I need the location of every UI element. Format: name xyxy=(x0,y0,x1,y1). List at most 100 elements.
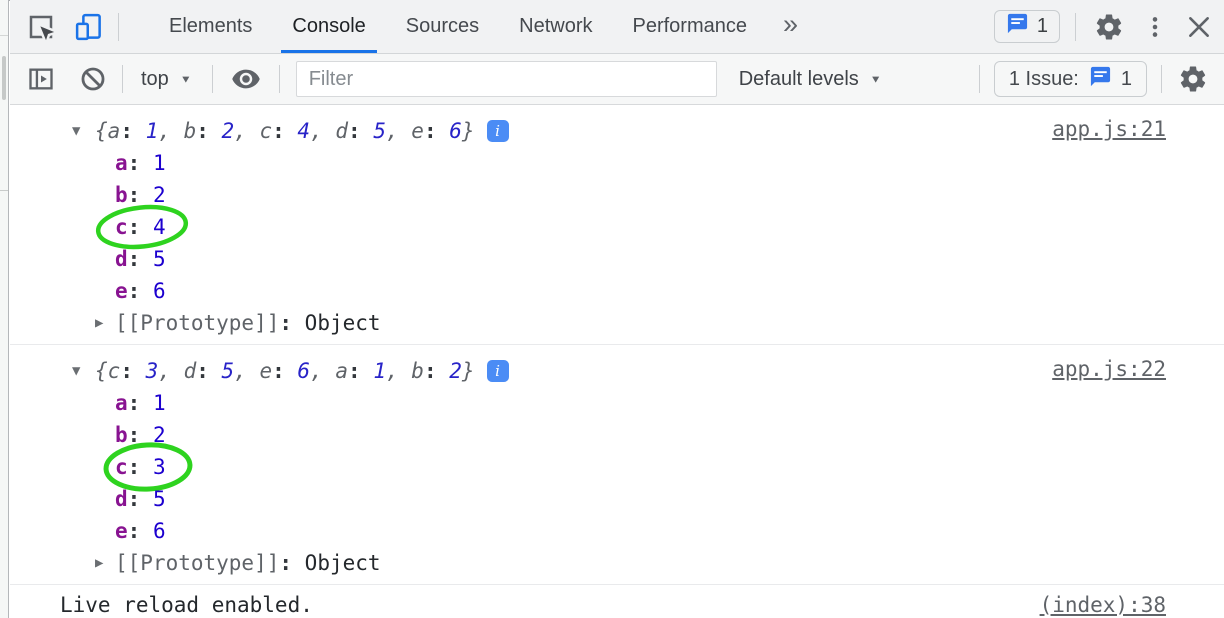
tab-performance[interactable]: Performance xyxy=(632,15,748,37)
property-key: a xyxy=(115,391,128,415)
log-text: Live reload enabled. xyxy=(60,593,313,617)
property-row: b: 2 xyxy=(60,179,1224,211)
settings-gear-icon[interactable] xyxy=(1092,10,1126,44)
preview-value: 3 xyxy=(145,359,159,383)
device-toolbar-icon[interactable] xyxy=(72,10,106,44)
preview-value: 2 xyxy=(221,119,235,143)
preview-value: 2 xyxy=(449,359,462,383)
property-row: e: 6 xyxy=(60,275,1224,307)
tab-sources[interactable]: Sources xyxy=(405,15,480,37)
chevron-down-icon: ▼ xyxy=(869,73,882,85)
property-value: 2 xyxy=(152,183,166,207)
inspect-icon[interactable] xyxy=(24,10,58,44)
property-key: b xyxy=(115,423,128,447)
prototype-row[interactable]: ▶ [[Prototype]]: Object xyxy=(60,547,1224,579)
preview-value: 1 xyxy=(145,119,159,143)
tab-network[interactable]: Network xyxy=(519,15,593,37)
filter-input[interactable] xyxy=(295,61,717,97)
tab-console[interactable]: Console xyxy=(272,0,385,53)
preview-key: b xyxy=(411,359,424,383)
property-value: 4 xyxy=(152,215,166,239)
preview-key: c xyxy=(259,119,273,143)
property-colon: : xyxy=(127,519,153,543)
collapse-triangle-icon[interactable]: ▼ xyxy=(72,123,81,139)
console-sidebar-icon[interactable] xyxy=(24,62,58,96)
close-icon[interactable] xyxy=(1182,10,1216,44)
page-edge-line xyxy=(0,35,8,36)
object-header[interactable]: ▼ {c: 3, d: 5, e: 6, a: 1, b: 2} i xyxy=(60,355,1224,387)
prototype-value: Object xyxy=(304,311,381,335)
property-value: 6 xyxy=(152,519,166,543)
object-preview: {a: 1, b: 2, c: 4, d: 5, e: 6} xyxy=(95,119,475,143)
more-tabs-icon[interactable]: » xyxy=(783,9,799,39)
preview-value: 1 xyxy=(373,359,386,383)
expand-triangle-icon[interactable]: ▶ xyxy=(95,315,104,331)
prototype-label: [[Prototype]] xyxy=(115,551,280,575)
preview-key: d xyxy=(335,119,349,143)
property-value: 3 xyxy=(152,455,166,479)
object-header[interactable]: ▼ {a: 1, b: 2, c: 4, d: 5, e: 6} i xyxy=(60,115,1224,147)
toolbar-separator xyxy=(278,65,280,93)
devtools-panel: Elements Console Sources Network Performance… xyxy=(10,0,1224,618)
preview-key: d xyxy=(183,359,197,383)
prototype-row[interactable]: ▶[[Prototype]]: Object xyxy=(60,307,1224,339)
chevron-down-icon: ▼ xyxy=(179,73,192,85)
preview-colon: : xyxy=(120,119,146,143)
property-row: a: 1 xyxy=(60,387,1224,419)
property-colon: : xyxy=(127,151,153,175)
preview-key: c xyxy=(107,359,121,383)
property-key: b xyxy=(115,183,128,207)
property-colon: : xyxy=(127,183,153,207)
property-row: c: 4 xyxy=(60,204,1224,250)
log-levels-label: Default levels xyxy=(738,67,859,90)
page-edge-gutter xyxy=(0,0,9,618)
source-link[interactable]: app.js:22 xyxy=(1052,357,1166,381)
source-link[interactable]: app.js:21 xyxy=(1052,117,1166,141)
toolbar-separator xyxy=(118,12,119,41)
tab-elements[interactable]: Elements xyxy=(169,15,253,37)
prototype-value: Object xyxy=(304,551,381,575)
property-colon: : xyxy=(127,247,153,271)
property-row: b: 2 xyxy=(60,419,1224,451)
source-link[interactable]: (index):38 xyxy=(1039,593,1166,617)
preview-key: b xyxy=(183,119,197,143)
property-key: e xyxy=(115,519,128,543)
log-levels-selector[interactable]: Default levels ▼ xyxy=(739,68,882,91)
preview-colon: : xyxy=(423,119,450,143)
preview-colon: : xyxy=(348,119,374,143)
collapse-triangle-icon[interactable]: ▼ xyxy=(72,363,81,379)
issues-button[interactable]: 1 Issue: 1 xyxy=(993,61,1147,97)
prototype-colon: : xyxy=(279,311,305,335)
property-row: d: 5 xyxy=(60,483,1224,515)
preview-colon: : xyxy=(120,359,146,383)
property-colon: : xyxy=(127,279,153,303)
more-menu-icon[interactable] xyxy=(1138,10,1172,44)
clear-console-icon[interactable] xyxy=(76,62,110,96)
property-key: e xyxy=(115,279,128,303)
toolbar-separator xyxy=(1075,12,1076,41)
console-settings-gear-icon[interactable] xyxy=(1176,62,1210,96)
property-colon: : xyxy=(127,455,153,479)
console-messages-button[interactable]: 1 xyxy=(993,10,1060,43)
issues-label: 1 Issue: xyxy=(1008,67,1079,90)
expand-triangle-icon[interactable]: ▶ xyxy=(95,555,104,571)
info-icon[interactable]: i xyxy=(486,120,509,142)
toolbar-separator xyxy=(1161,65,1162,93)
console-toolbar: top ▼ Default levels ▼ 1 Issue: xyxy=(10,54,1224,105)
live-expression-icon[interactable] xyxy=(229,62,263,96)
property-key: d xyxy=(115,247,128,271)
messages-icon xyxy=(1006,12,1029,41)
prototype-colon: : xyxy=(279,551,305,575)
property-key: d xyxy=(115,487,128,511)
issue-icon xyxy=(1089,65,1112,94)
context-selector[interactable]: top ▼ xyxy=(141,68,192,91)
property-value: 1 xyxy=(152,391,166,415)
toolbar-separator xyxy=(122,65,123,93)
preview-colon: : xyxy=(196,359,222,383)
preview-value: 4 xyxy=(297,119,311,143)
object-preview: {c: 3, d: 5, e: 6, a: 1, b: 2} xyxy=(95,359,475,383)
toolbar-separator xyxy=(211,65,213,93)
info-icon[interactable]: i xyxy=(486,360,509,382)
